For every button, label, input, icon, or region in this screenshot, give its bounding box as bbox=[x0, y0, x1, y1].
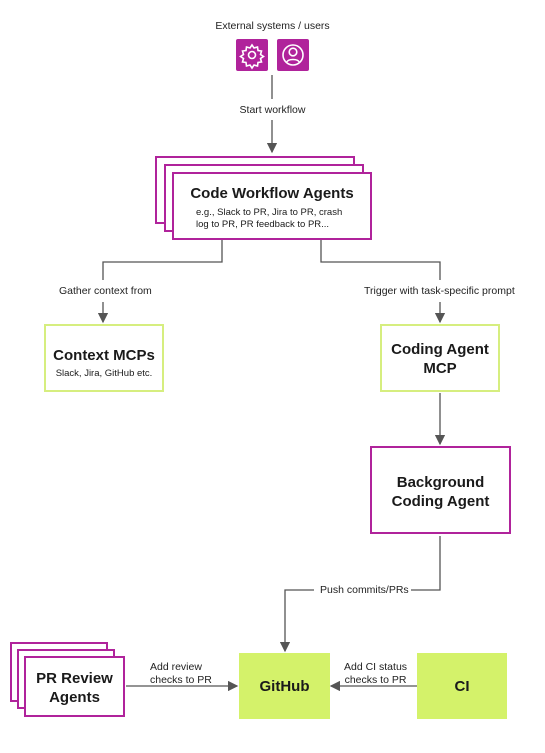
pr-review-agents-title-2: Agents bbox=[49, 689, 100, 706]
ci-title: CI bbox=[454, 678, 470, 695]
code-workflow-agents-node: Code Workflow Agents e.g., Slack to PR, … bbox=[172, 172, 372, 240]
edge-trigger-top bbox=[320, 238, 441, 280]
push-commits-label: Push commits/PRs bbox=[320, 584, 409, 596]
coding-agent-mcp-title-2: MCP bbox=[423, 360, 457, 377]
pr-review-agents-title-1: PR Review bbox=[36, 670, 113, 687]
code-workflow-agents-sub-2: log to PR, PR feedback to PR... bbox=[196, 219, 330, 230]
edge-gather-context-top bbox=[102, 238, 223, 280]
background-coding-agent-node: Background Coding Agent bbox=[370, 446, 511, 534]
background-coding-agent-title-1: Background bbox=[396, 474, 485, 491]
user-icon bbox=[277, 39, 309, 71]
add-review-label-1: Add review bbox=[150, 661, 202, 673]
external-systems-label: External systems / users bbox=[215, 20, 330, 32]
ci-node: CI bbox=[417, 653, 507, 719]
start-workflow-label: Start workflow bbox=[239, 104, 306, 116]
add-ci-label-1: Add CI status bbox=[344, 661, 408, 673]
code-workflow-agents-title: Code Workflow Agents bbox=[190, 185, 354, 202]
context-mcps-sub: Slack, Jira, GitHub etc. bbox=[55, 368, 153, 379]
coding-agent-mcp-title-1: Coding Agent bbox=[391, 341, 489, 358]
gear-icon bbox=[236, 39, 268, 71]
context-mcps-title: Context MCPs bbox=[53, 347, 155, 364]
trigger-label: Trigger with task-specific prompt bbox=[364, 285, 515, 297]
add-review-label: Add review checks to PR bbox=[150, 661, 212, 687]
github-title: GitHub bbox=[259, 678, 310, 695]
context-mcps-node: Context MCPs Slack, Jira, GitHub etc. bbox=[44, 324, 164, 392]
add-review-label-2: checks to PR bbox=[150, 674, 212, 686]
github-node: GitHub bbox=[239, 653, 330, 719]
edge-push-right bbox=[411, 536, 441, 591]
gather-context-label: Gather context from bbox=[59, 285, 152, 297]
edge-push-left bbox=[279, 589, 314, 653]
background-coding-agent-title-2: Coding Agent bbox=[391, 493, 490, 510]
code-workflow-agents-sub-1: e.g., Slack to PR, Jira to PR, crash bbox=[196, 207, 343, 218]
pr-review-agents-node: PR Review Agents bbox=[24, 656, 125, 717]
add-ci-label: Add CI status checks to PR bbox=[344, 661, 407, 687]
coding-agent-mcp-node: Coding Agent MCP bbox=[380, 324, 500, 392]
add-ci-label-2: checks to PR bbox=[344, 674, 407, 686]
